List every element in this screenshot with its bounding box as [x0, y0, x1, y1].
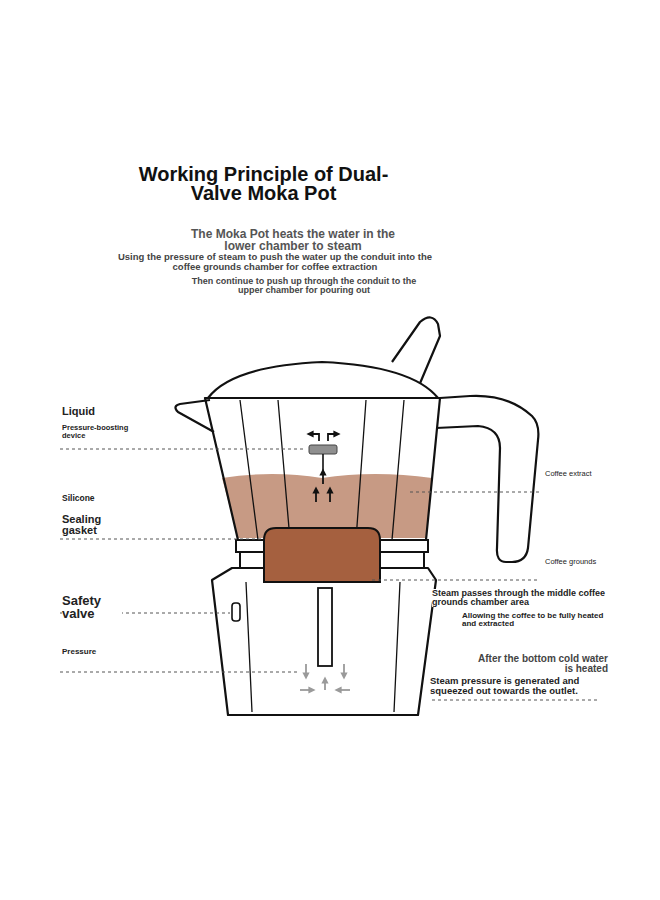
pressure-boosting-valve [309, 445, 337, 454]
flow-arrow [322, 472, 324, 484]
lid [208, 362, 438, 398]
flow-arrow [328, 434, 337, 441]
steam-arrow [338, 689, 350, 691]
lower-chamber [212, 568, 436, 715]
steam-arrows [300, 664, 350, 690]
leader-line [60, 672, 300, 673]
leader-line [432, 700, 600, 701]
steam-arrow [300, 689, 312, 691]
chamber-facet [240, 400, 404, 540]
part-label: Silicone [62, 494, 152, 503]
leader-line [60, 539, 262, 540]
leader-line [372, 580, 540, 581]
intro-text: The Moka Pot heats the water in the lowe… [182, 228, 404, 252]
upper-conduit [322, 454, 324, 474]
handle [436, 396, 538, 562]
safety-valve [232, 603, 240, 621]
coffee-grounds-basket [264, 528, 380, 582]
note-text: Steam pressure is generated and squeezed… [430, 676, 608, 695]
part-label: Sealing gasket [62, 514, 132, 536]
steam-arrow [343, 664, 345, 676]
leader-line [60, 449, 306, 450]
part-label: Pressure-boosting device [62, 424, 142, 439]
part-label: Coffee extract [545, 470, 645, 478]
intro-text: Then continue to push up through the con… [184, 277, 424, 295]
part-label: Coffee grounds [545, 558, 645, 566]
flow-arrow [329, 490, 331, 502]
steam-arrow [305, 664, 307, 676]
leader-line [410, 492, 540, 493]
note-text: Steam passes through the middle coffee g… [432, 589, 612, 607]
conduit-tube [318, 588, 332, 666]
part-label: Liquid [62, 406, 152, 417]
pot-outline [175, 317, 538, 562]
part-label: Pressure [62, 648, 152, 656]
note-text: Allowing the coffee to be fully heated a… [462, 612, 612, 628]
chamber-facet [246, 582, 400, 712]
part-label: Safety valve [62, 594, 122, 620]
note-text: After the bottom cold water is heated [478, 654, 608, 674]
upper-chamber [205, 398, 440, 540]
steam-arrow [324, 680, 326, 690]
flow-arrow [315, 490, 317, 502]
diagram-title: Working Principle of Dual-Valve Moka Pot [136, 165, 391, 203]
upper-chamber-body [205, 398, 440, 540]
flow-arrows [310, 434, 337, 502]
lower-chamber-body [212, 568, 436, 715]
flow-arrow [310, 434, 319, 441]
intro-text: Using the pressure of steam to push the … [116, 252, 434, 271]
